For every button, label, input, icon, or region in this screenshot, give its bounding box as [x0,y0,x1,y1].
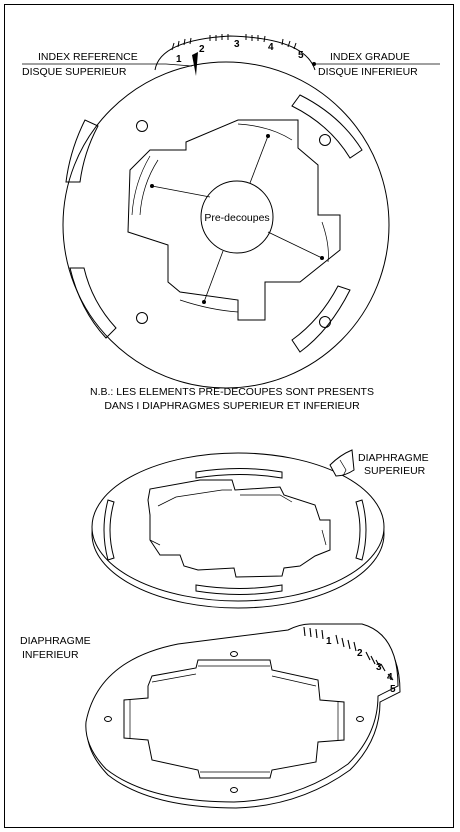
pre-cut-label: Pre-decoupes [204,212,269,224]
index-reference-label-1: INDEX REFERENCE [38,51,138,63]
lower-scale-number-1: 1 [326,636,332,647]
lower-scale-number-3: 3 [376,662,382,673]
index-pointer [192,52,198,76]
top-scale-ticks [171,34,297,51]
lower-diaphragm-label-2: INFERIEUR [22,649,79,661]
index-reference-label-2: DISQUE SUPERIEUR [22,66,127,78]
top-scale-number-3: 3 [234,39,240,50]
top-scale-number-4: 4 [268,42,274,53]
lower-scale-number-5: 5 [390,684,396,695]
upper-diaphragm [91,449,385,609]
upper-disc-outline [62,61,390,389]
lower-diaphragm: 1 2 3 4 5 [85,623,401,809]
pre-cut-center [200,180,274,254]
upper-diaphragm-label-1: DIAPHRAGME [358,452,429,464]
note-line-1: N.B.: LES ELEMENTS PRE-DECOUPES SONT PRE… [90,386,374,398]
lower-scale-number-2: 2 [357,648,363,659]
note-line-2: DANS I DIAPHRAGMES SUPERIEUR ET INFERIEU… [104,400,360,412]
lower-scale-ticks [303,626,394,681]
top-scale-number-2: 2 [199,44,205,55]
top-plan-view: 1 2 3 4 5 Pre-decoupes [22,34,440,389]
top-scale-number-1: 1 [176,54,182,65]
index-gradue-label-1: INDEX GRADUE [330,51,410,63]
lower-diaphragm-label-1: DIAPHRAGME [20,635,91,647]
lower-scale-number-4: 4 [387,672,393,683]
upper-diaphragm-label-2: SUPERIEUR [364,465,426,477]
top-scale-number-5: 5 [298,50,304,61]
index-gradue-label-2: DISQUE INFERIEUR [318,66,418,78]
